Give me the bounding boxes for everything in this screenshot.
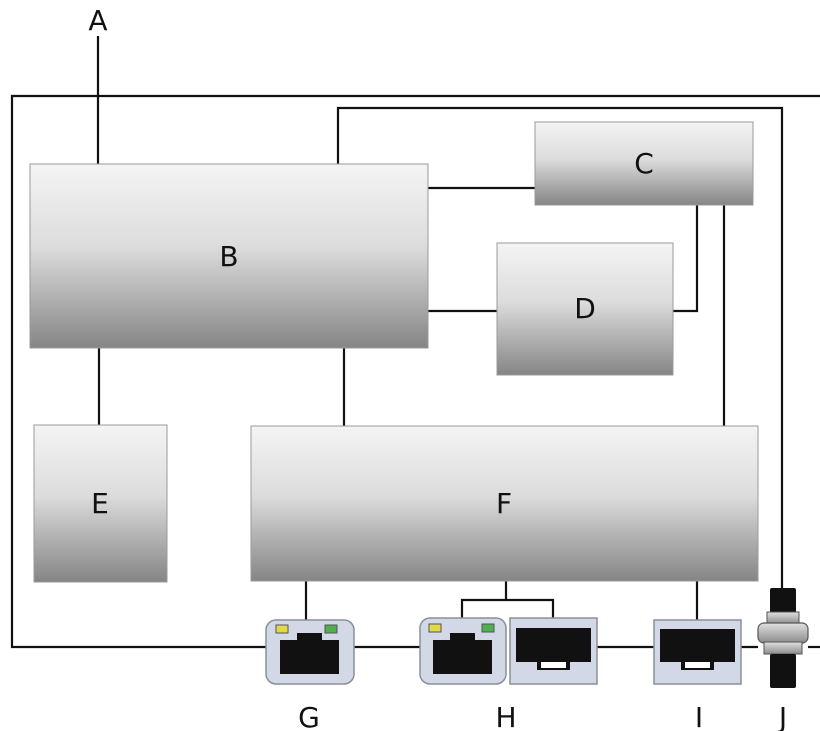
block-c-label: C [634, 147, 654, 180]
label-j: J [777, 701, 787, 731]
label-a: A [88, 4, 107, 37]
block-c: C [534, 121, 754, 206]
port-i-usb [653, 619, 742, 685]
block-b-label: B [219, 240, 238, 273]
wire-b-to-j [336, 106, 784, 588]
enclosure-outline [10, 94, 820, 649]
led-green-icon [481, 623, 495, 633]
block-d: D [496, 242, 674, 376]
rj45-socket-icon [433, 633, 492, 674]
wiring [10, 36, 820, 649]
block-e: E [33, 424, 168, 583]
usb-socket-icon [660, 629, 735, 670]
label-h: H [495, 701, 516, 731]
led-yellow-icon [275, 624, 289, 634]
rj45-socket-icon [280, 633, 339, 674]
block-b: B [29, 163, 429, 349]
wire-c-to-d [673, 205, 699, 313]
block-f-label: F [496, 487, 512, 520]
wire-h-split [460, 598, 555, 618]
block-d-label: D [574, 292, 596, 325]
connector-j-coax [757, 588, 809, 688]
label-g: G [298, 701, 320, 731]
label-i: I [695, 701, 703, 731]
led-yellow-icon [428, 623, 442, 633]
port-h-ethernet-usb [419, 617, 598, 685]
block-f: F [250, 425, 759, 582]
usb-socket-icon [516, 628, 591, 670]
port-g-ethernet [265, 619, 355, 685]
led-green-icon [324, 624, 338, 634]
block-e-label: E [91, 487, 109, 520]
